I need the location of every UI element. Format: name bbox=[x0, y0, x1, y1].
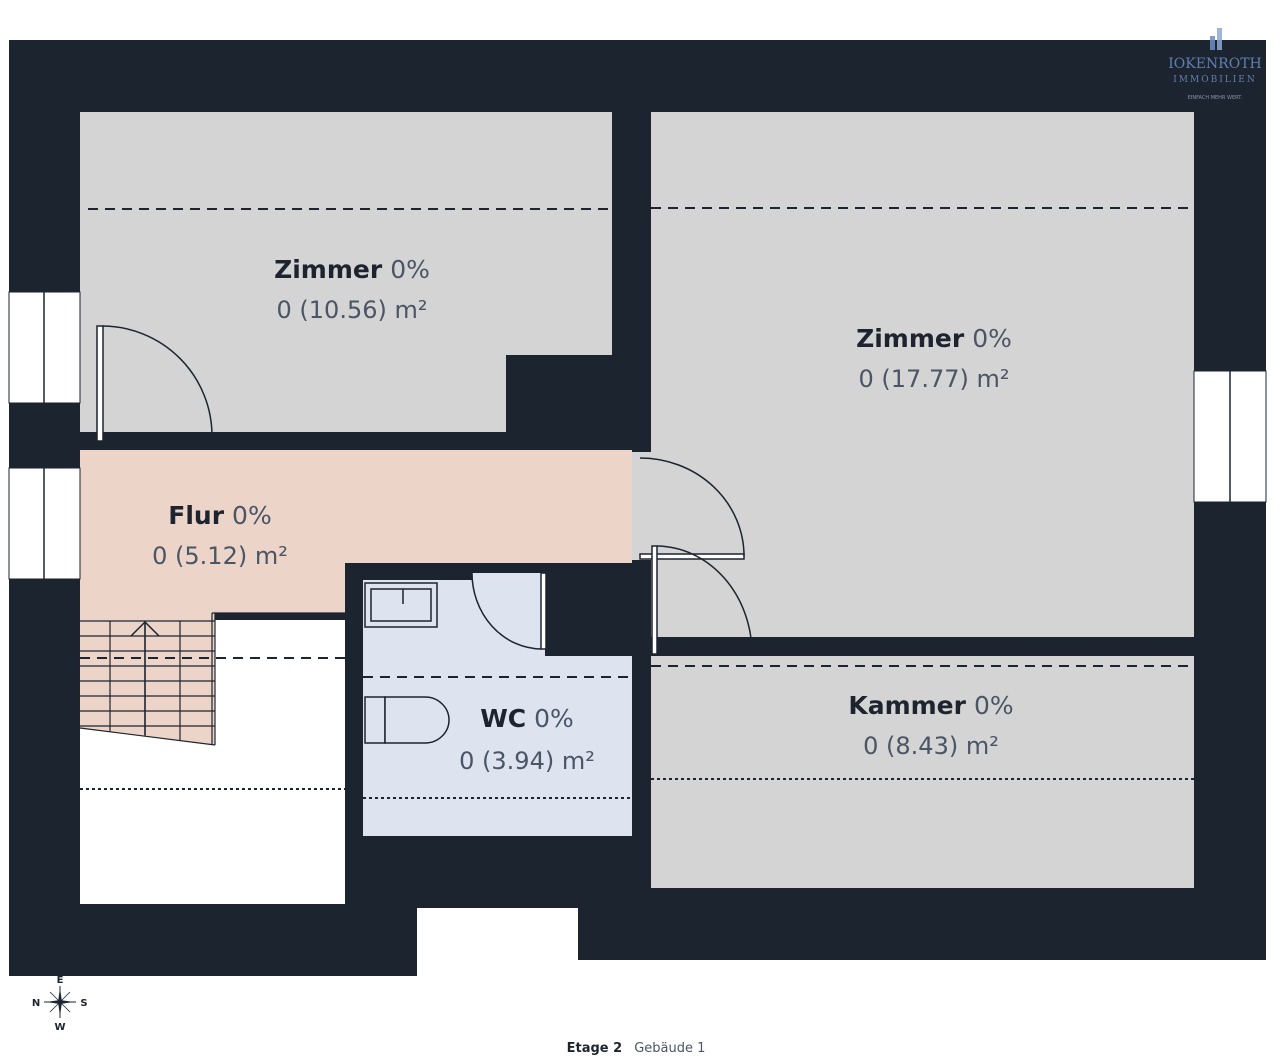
logo-emblem-icon bbox=[1210, 28, 1222, 50]
window-left-upper bbox=[8, 291, 81, 404]
room-area: 0 (10.56) m² bbox=[277, 296, 428, 324]
wall-notch-bottom bbox=[417, 908, 578, 968]
room-area: 0 (17.77) m² bbox=[859, 365, 1010, 393]
room-name: Zimmer bbox=[856, 324, 965, 353]
company-logo: IOKENROTH IMMOBILIEN EINFACH MEHR WERT. bbox=[1168, 28, 1262, 101]
stairwell-void bbox=[80, 620, 345, 904]
staircase bbox=[79, 612, 345, 746]
wall-extension-bottom-left bbox=[9, 940, 417, 976]
floor-label: Etage 2 bbox=[567, 1041, 623, 1056]
stair-direction-arrow-icon bbox=[130, 620, 160, 735]
room-name: Kammer bbox=[848, 691, 966, 720]
room-percent: 0% bbox=[972, 324, 1012, 353]
footer-caption: Etage 2 Gebäude 1 bbox=[567, 1041, 706, 1056]
compass-rose-icon: E N S W bbox=[32, 975, 88, 1033]
compass-south: S bbox=[80, 998, 87, 1009]
label-kammer: Kammer 0% 0 (8.43) m² bbox=[848, 691, 1013, 760]
building-label: Gebäude 1 bbox=[634, 1041, 705, 1056]
window-right bbox=[1193, 370, 1267, 503]
room-percent: 0% bbox=[390, 255, 430, 284]
compass-east: E bbox=[57, 975, 64, 986]
room-flur bbox=[80, 450, 632, 745]
svg-text:WC0%: WC 0% bbox=[480, 704, 574, 733]
toilet-icon bbox=[364, 696, 450, 744]
room-area: 0 (3.94) m² bbox=[459, 747, 595, 775]
room-area: 0 (8.43) m² bbox=[863, 732, 999, 760]
room-percent: 0% bbox=[232, 501, 272, 530]
logo-tagline: EINFACH MEHR WERT. bbox=[1188, 95, 1243, 101]
room-kammer bbox=[651, 656, 1194, 888]
room-name: WC bbox=[480, 704, 526, 733]
compass-north: N bbox=[32, 998, 40, 1009]
compass-west: W bbox=[54, 1022, 65, 1033]
logo-name: IOKENROTH bbox=[1168, 56, 1262, 72]
door-swing-icon bbox=[96, 325, 753, 655]
room-percent: 0% bbox=[974, 691, 1014, 720]
label-wc: WC 0% 0 (3.94) m² bbox=[459, 704, 595, 775]
room-wc bbox=[363, 573, 632, 836]
room-area: 0 (5.12) m² bbox=[152, 542, 288, 570]
logo-sub: IMMOBILIEN bbox=[1173, 75, 1257, 85]
room-zimmer-right bbox=[651, 112, 1194, 637]
room-name: Flur bbox=[168, 501, 224, 530]
room-name: Zimmer bbox=[274, 255, 383, 284]
window-left-lower bbox=[8, 467, 81, 580]
door-passage-hall-right bbox=[632, 452, 651, 560]
room-zimmer-left bbox=[80, 112, 612, 432]
label-flur: Flur 0% 0 (5.12) m² bbox=[152, 501, 288, 570]
sink-icon bbox=[364, 582, 438, 628]
room-percent: 0% bbox=[534, 704, 574, 733]
